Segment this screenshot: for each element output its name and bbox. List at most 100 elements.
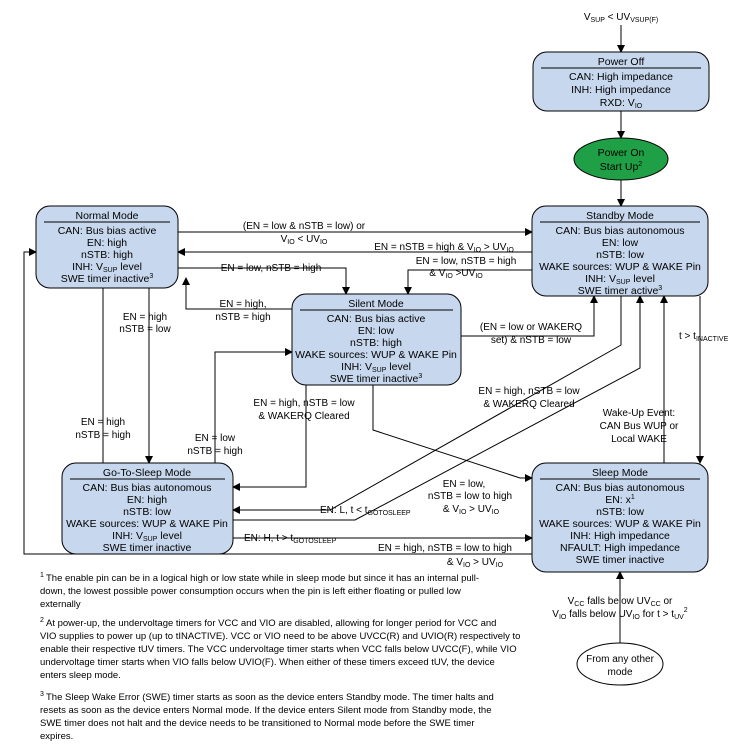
edge-sleep-to-normal xyxy=(23,248,532,555)
state-normal: Normal Mode CAN: Bus bias active EN: hig… xyxy=(35,205,179,289)
svg-text:nSTB: high: nSTB: high xyxy=(350,337,402,349)
label-standby-to-sleep: t > tINACTIVE xyxy=(679,331,729,343)
label-silent-to-sleep-2: nSTB = low to high xyxy=(428,491,512,502)
transition-labels: (EN = low & nSTB = low) or VIO < UVIO EN… xyxy=(75,221,728,621)
label-gts-to-sleep: EN: H, t > tGOTOSLEEP xyxy=(244,533,337,545)
svg-text:CAN: Bus bias active: CAN: Bus bias active xyxy=(58,225,157,237)
svg-text:nSTB: high: nSTB: high xyxy=(81,249,133,261)
label-standby-to-silent-2: & VIO >UVIO xyxy=(429,268,483,280)
edges xyxy=(23,25,704,643)
state-power-off: Power Off CAN: High impedance INH: High … xyxy=(532,51,710,112)
label-standby-to-gts-1: EN = high, nSTB = low xyxy=(478,386,580,397)
label-silent-to-normal-2: nSTB = high xyxy=(215,312,270,323)
svg-text:From any other: From any other xyxy=(586,654,654,665)
svg-text:EN: x1: EN: x1 xyxy=(605,494,635,506)
state-title: Power Off xyxy=(598,56,645,68)
edge-gts-to-silent xyxy=(214,348,293,463)
edge-normal-to-silent xyxy=(178,267,350,295)
label-any-to-sleep-2: VIO falls below UVIO for t > tUV2 xyxy=(552,607,688,621)
label-normal-to-standby-1: (EN = low & nSTB = low) or xyxy=(243,221,366,232)
edge-gts-to-silent-timer xyxy=(233,295,644,521)
label-wake-2: CAN Bus WUP or xyxy=(600,421,679,432)
svg-text:EN: low: EN: low xyxy=(602,237,639,249)
edge-silent-to-standby xyxy=(461,295,598,337)
svg-text:WAKE sources: WUP & WAKE Pin: WAKE sources: WUP & WAKE Pin xyxy=(66,518,228,530)
svg-text:CAN: Bus bias autonomous: CAN: Bus bias autonomous xyxy=(556,225,685,237)
svg-text:3: 3 xyxy=(40,691,44,698)
label-sleep-to-normal-2: & VIO > UVIO xyxy=(447,557,504,569)
state-silent: Silent Mode CAN: Bus bias active EN: low… xyxy=(291,293,462,386)
svg-text:RXD: VIO: RXD: VIO xyxy=(600,97,643,110)
svg-text:EN: low: EN: low xyxy=(358,325,395,337)
svg-text:At power-up, the undervoltage: At power-up, the undervoltage timers for… xyxy=(46,618,496,629)
label-gts-to-normal-1: EN = high xyxy=(81,417,125,428)
svg-text:Sleep Mode: Sleep Mode xyxy=(592,467,648,479)
label-silent-to-gts-2: & WAKERQ Cleared xyxy=(258,411,349,422)
svg-text:VIO supplies to power up (up t: VIO supplies to power up (up to tINACTIV… xyxy=(40,631,520,642)
label-normal-to-standby-2: VIO < UVIO xyxy=(281,234,328,246)
footnote-1: 1 The enable pin can be in a logical hig… xyxy=(40,572,479,610)
svg-text:WAKE sources: WUP & WAKE Pin: WAKE sources: WUP & WAKE Pin xyxy=(295,349,457,361)
svg-text:Standby Mode: Standby Mode xyxy=(586,210,654,222)
svg-text:expires.: expires. xyxy=(40,731,73,742)
edge-silent-to-normal xyxy=(182,277,292,310)
svg-text:INH: High impedance: INH: High impedance xyxy=(570,530,670,542)
label-gts-to-silent-1: EN = low xyxy=(195,433,236,444)
edge-silent-to-gts xyxy=(232,385,307,491)
label-wake-3: Local WAKE xyxy=(611,434,667,445)
edge-silent-to-sleep xyxy=(372,385,533,482)
svg-text:WAKE sources: WUP & WAKE Pin: WAKE sources: WUP & WAKE Pin xyxy=(539,518,701,530)
label-normal-to-silent: EN = low, nSTB = high xyxy=(221,263,322,274)
footnote-3: 3 The Sleep Wake Error (SWE) timer start… xyxy=(40,691,494,742)
svg-text:CAN: High impedance: CAN: High impedance xyxy=(569,71,673,83)
svg-text:Normal Mode: Normal Mode xyxy=(75,210,138,222)
svg-text:Go-To-Sleep Mode: Go-To-Sleep Mode xyxy=(103,467,191,479)
state-go-to-sleep: Go-To-Sleep Mode CAN: Bus bias autonomou… xyxy=(61,462,234,555)
label-sleep-to-normal-1: EN = high, nSTB = low to high xyxy=(378,543,512,554)
svg-text:SWE timer inactive3: SWE timer inactive3 xyxy=(61,273,154,285)
svg-text:SWE timer active3: SWE timer active3 xyxy=(578,285,663,297)
state-from-any-mode: From any other mode xyxy=(576,642,664,686)
state-power-on: Power On Start Up2 xyxy=(573,137,669,181)
label-silent-to-sleep-1: EN = low, xyxy=(443,479,486,490)
svg-text:down, the lowest possible powe: down, the lowest possible power consumpt… xyxy=(40,586,461,597)
svg-text:mode: mode xyxy=(607,667,632,678)
svg-text:The enable pin can be in a log: The enable pin can be in a logical high … xyxy=(46,573,479,584)
label-silent-to-gts-1: EN = high, nSTB = low xyxy=(253,398,355,409)
label-standby-to-silent-1: EN = low, nSTB = high xyxy=(416,256,517,267)
svg-text:undervoltage timer starts when: undervoltage timer starts when VIO falls… xyxy=(40,657,495,668)
svg-text:CAN: Bus bias autonomous: CAN: Bus bias autonomous xyxy=(83,482,212,494)
label-normal-to-gts-2: nSTB = low xyxy=(119,324,171,335)
svg-text:CAN: Bus bias autonomous: CAN: Bus bias autonomous xyxy=(556,482,685,494)
label-any-to-sleep-1: VCC falls below UVCC or xyxy=(568,596,673,608)
state-sleep: Sleep Mode CAN: Bus bias autonomous EN: … xyxy=(531,462,709,573)
svg-text:INH: VSUP level: INH: VSUP level xyxy=(72,261,142,274)
svg-text:NFAULT: High impedance: NFAULT: High impedance xyxy=(560,542,680,554)
svg-text:Silent Mode: Silent Mode xyxy=(348,298,404,310)
svg-text:INH: High impedance: INH: High impedance xyxy=(571,84,671,96)
svg-text:INH: VSUP level: INH: VSUP level xyxy=(112,530,182,543)
footnote-2: 2 At power-up, the undervoltage timers f… xyxy=(40,617,520,681)
svg-text:enters sleep mode.: enters sleep mode. xyxy=(40,670,121,681)
svg-text:1: 1 xyxy=(40,572,44,579)
label-normal-to-gts-1: EN = high xyxy=(123,312,167,323)
trigger-label: VSUP < UVVSUP(F) xyxy=(584,12,658,24)
label-silent-to-standby-2: set) & nSTB = low xyxy=(491,335,572,346)
svg-text:INH: VSUP level: INH: VSUP level xyxy=(341,361,411,374)
svg-text:2: 2 xyxy=(40,617,44,624)
footnotes: 1 The enable pin can be in a logical hig… xyxy=(40,572,520,742)
svg-text:SWE timer does not halt and th: SWE timer does not halt and the device n… xyxy=(40,718,475,729)
label-gts-to-silent-timer: EN: L, t < tGOTOSLEEP xyxy=(320,505,411,517)
svg-text:nSTB: low: nSTB: low xyxy=(123,506,171,518)
svg-text:SWE timer inactive: SWE timer inactive xyxy=(576,554,665,566)
svg-text:Start Up2: Start Up2 xyxy=(600,161,643,173)
svg-text:EN: high: EN: high xyxy=(87,237,127,249)
svg-text:SWE timer inactive: SWE timer inactive xyxy=(103,542,192,554)
svg-text:SWE timer inactive3: SWE timer inactive3 xyxy=(330,373,423,385)
svg-text:The Sleep Wake Error (SWE) tim: The Sleep Wake Error (SWE) timer starts … xyxy=(46,692,494,703)
label-gts-to-normal-2: nSTB = high xyxy=(75,430,130,441)
svg-text:resets as soon as the device e: resets as soon as the device enters Norm… xyxy=(40,705,491,716)
label-gts-to-silent-2: nSTB = high xyxy=(187,446,242,457)
svg-text:externally: externally xyxy=(40,599,81,610)
